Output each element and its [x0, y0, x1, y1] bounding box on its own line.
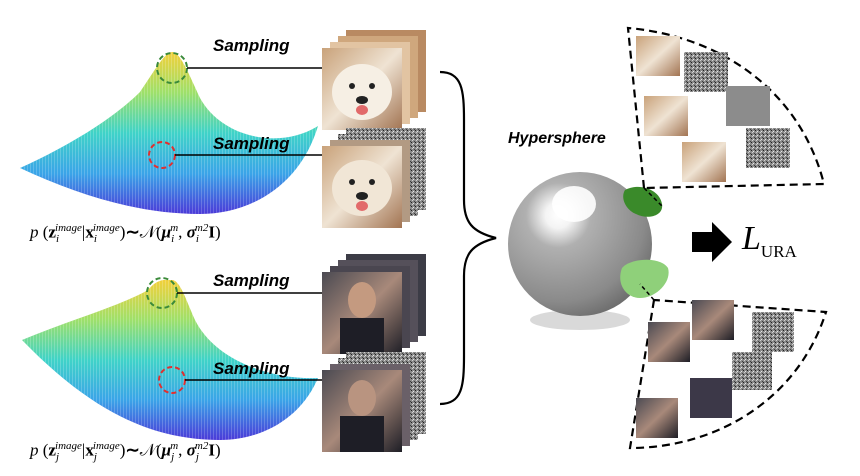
man-embedding-patch — [620, 259, 669, 298]
hypersphere-label: Hypersphere — [508, 130, 606, 147]
man-clean-stack — [322, 254, 426, 354]
dog-noisy-stack — [322, 128, 426, 228]
sampling-label-3: Sampling — [213, 271, 290, 290]
sampling-label-1: Sampling — [213, 36, 290, 55]
dog-embedding-sector — [626, 26, 826, 190]
loss-arrow — [692, 222, 732, 262]
man-embedding-sector — [628, 298, 828, 450]
sphere-shadow — [530, 310, 630, 330]
top-probability-surface — [20, 52, 318, 214]
man-sector-thumbnails — [636, 300, 794, 438]
bottom-distribution-formula: p (zjimage|xjimage)∼𝒩(μjm, σjm2I) — [30, 440, 221, 464]
bottom-probability-surface — [22, 279, 318, 440]
sampling-label-4: Sampling — [213, 359, 290, 378]
sampling-label-2: Sampling — [213, 134, 290, 153]
dog-embedding-patch — [623, 186, 663, 217]
dog-sector-thumbnails — [636, 36, 790, 182]
man-noisy-stack — [322, 352, 426, 452]
grouping-brace — [439, 70, 497, 406]
hypersphere — [508, 172, 652, 316]
top-distribution-formula: p (ziimage|xiimage)∼𝒩(μim, σim2I) — [30, 222, 221, 246]
dog-clean-stack — [322, 30, 426, 130]
ura-loss-label: LURA — [742, 220, 797, 261]
